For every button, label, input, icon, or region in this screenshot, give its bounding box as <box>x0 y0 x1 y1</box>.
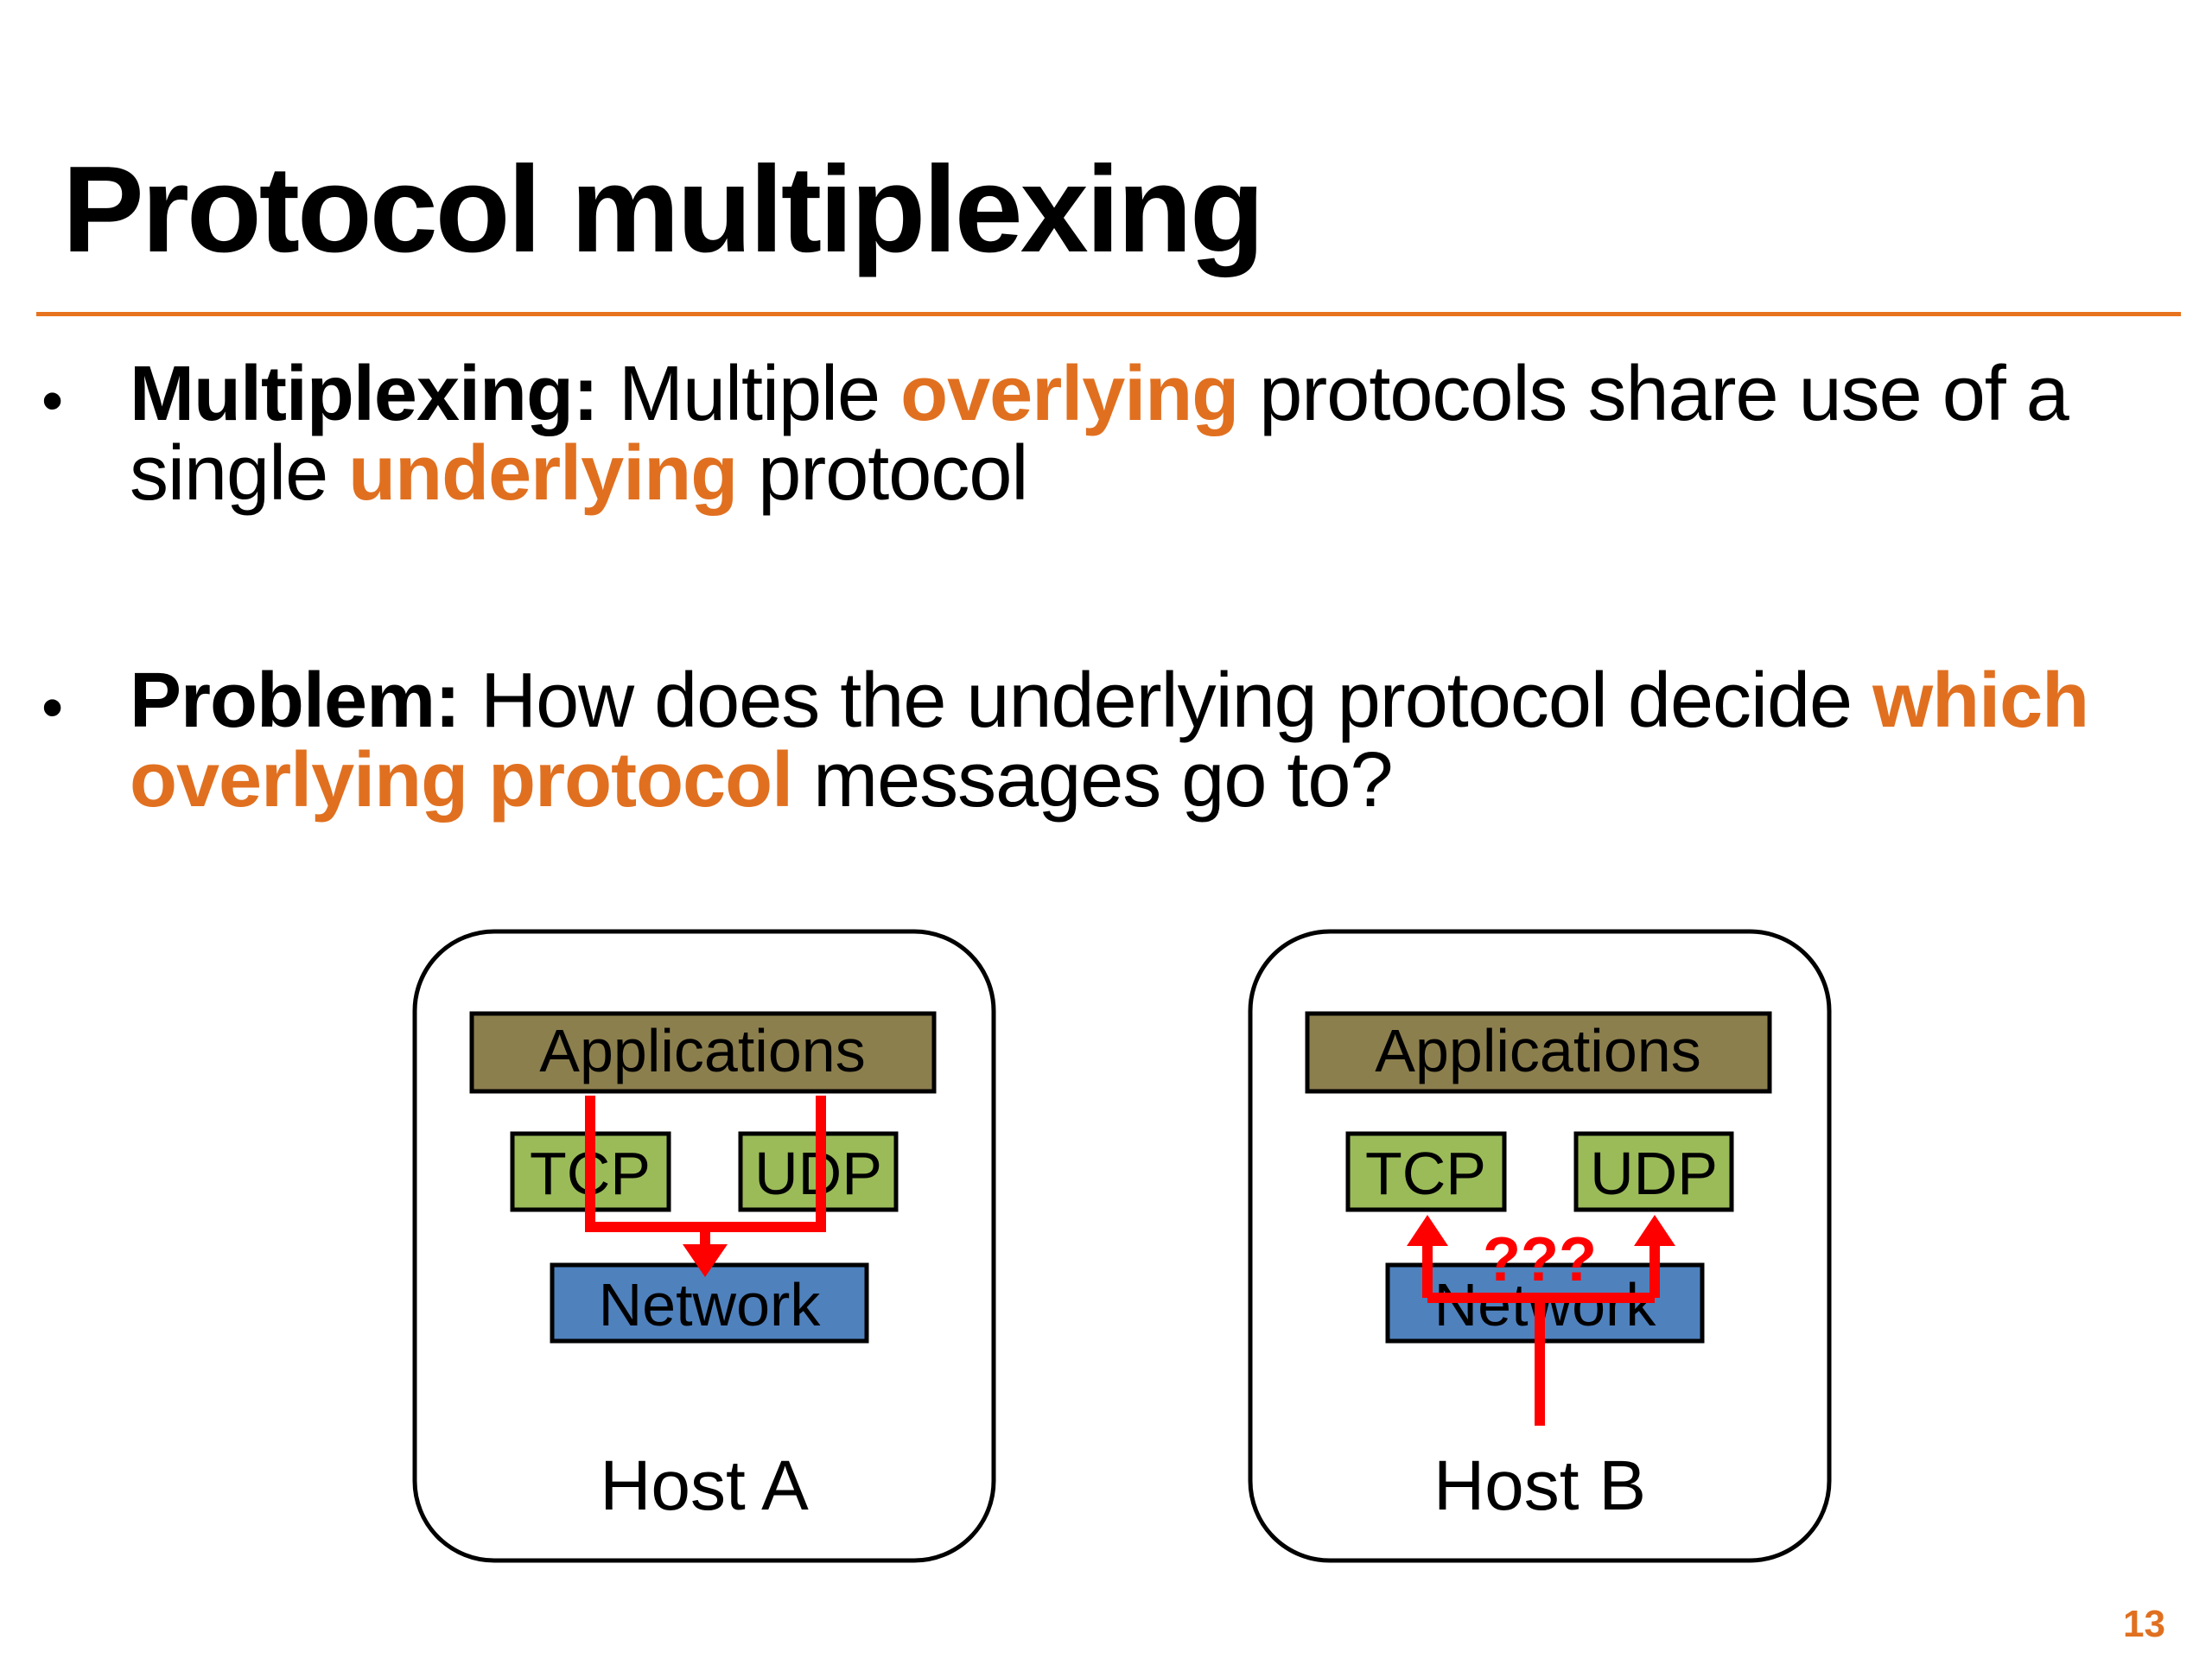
bullet-text-part: How does the underlying protocol decide <box>480 658 1853 744</box>
host-b-applications-label: Applications <box>1375 1017 1700 1084</box>
host-a-applications-label: Applications <box>539 1017 865 1084</box>
host-b-demux-arrow <box>1422 1243 1660 1426</box>
bullet-text-part: messages go to? <box>813 737 1393 823</box>
host-b-question-marks: ??? <box>1483 1225 1597 1294</box>
host-a-label: Host A <box>600 1446 809 1525</box>
bullet-text-part: Multiple <box>618 351 880 437</box>
host-b-udp-box <box>1573 1131 1734 1212</box>
slide-title: Protocol multiplexing <box>62 141 1265 278</box>
bullet-dot: • <box>41 366 64 435</box>
host-a-network-label: Network <box>599 1271 822 1338</box>
host-b-label: Host B <box>1433 1446 1646 1525</box>
bullet-label: Multiplexing: <box>130 351 599 437</box>
title-divider <box>36 312 2181 316</box>
host-b: Applications TCP UDP Network ??? Host B <box>1248 929 1832 1563</box>
bullet-dot: • <box>41 673 64 742</box>
slide-number: 13 <box>2123 1603 2165 1645</box>
bullet-text-part: protocol <box>758 430 1028 517</box>
host-b-tcp-label: TCP <box>1365 1140 1486 1207</box>
bullet-highlight: underlying <box>348 430 738 517</box>
host-b-arrow-head-udp <box>1634 1215 1675 1246</box>
host-b-udp-label: UDP <box>1590 1140 1718 1207</box>
bullet-highlight: which overlying protocol <box>130 658 2089 823</box>
host-a: Applications TCP UDP Network Host A <box>412 929 996 1563</box>
bullet-text-part: protocols share use of a single <box>130 351 2069 517</box>
host-b-applications-box <box>1305 1011 1772 1094</box>
host-b-arrow-head-tcp <box>1407 1215 1448 1246</box>
bullet-label: Problem: <box>130 658 461 744</box>
bullet-text: Problem: How does the underlying protoco… <box>130 661 2186 820</box>
host-b-network-label: Network <box>1434 1271 1657 1338</box>
bullet-text: Multiplexing: Multiple overlying protoco… <box>130 354 2186 513</box>
host-a-applications-box <box>469 1011 937 1094</box>
bullet-highlight: overlying <box>900 351 1239 437</box>
host-a-arrow-head <box>683 1244 728 1277</box>
host-b-tcp-box <box>1345 1131 1507 1212</box>
